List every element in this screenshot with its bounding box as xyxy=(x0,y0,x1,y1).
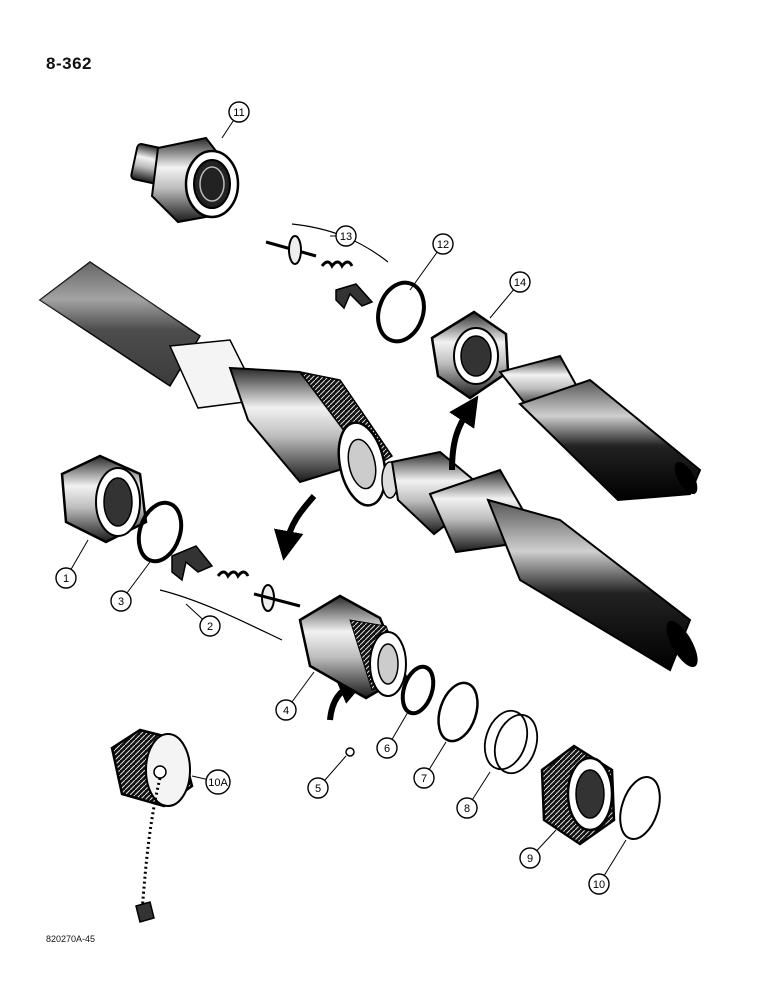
backup-ring-7 xyxy=(437,681,479,743)
callout-circle xyxy=(432,233,454,255)
callout-circle xyxy=(413,767,435,789)
o-ring-3 xyxy=(136,500,184,564)
o-ring-12 xyxy=(376,280,426,344)
callout-circle xyxy=(205,769,231,795)
callout-label: 9 xyxy=(527,853,533,865)
callout-label: 11 xyxy=(233,107,244,119)
callout-1: 1 xyxy=(55,539,89,589)
hex-nut-1 xyxy=(60,454,148,544)
callout-circle xyxy=(588,873,610,895)
knurled-sleeve-9 xyxy=(540,744,616,846)
hose-assembly-main xyxy=(38,261,394,507)
callout-3: 3 xyxy=(110,561,151,612)
dust-cap-10A xyxy=(110,728,194,923)
callout-circle xyxy=(199,615,221,637)
callout-circle xyxy=(519,847,541,869)
callout-9: 9 xyxy=(519,829,557,869)
callout-label: 7 xyxy=(421,773,427,785)
callout-label: 12 xyxy=(437,239,449,251)
valve-poppet-assembly-13 xyxy=(265,223,389,310)
callout-8: 8 xyxy=(456,771,491,819)
valve-poppet-assembly-2 xyxy=(159,545,301,641)
callout-label: 8 xyxy=(464,803,470,815)
adapter-fitting-11 xyxy=(130,136,240,224)
callout-13: 13 xyxy=(330,225,357,247)
callout-12: 12 xyxy=(409,233,454,291)
callout-circle xyxy=(376,737,398,759)
hex-adapter-14 xyxy=(430,310,510,400)
callout-10a: 10A xyxy=(191,769,231,795)
callout-circle xyxy=(335,225,357,247)
arrow-down-icon xyxy=(273,494,317,561)
ball-5 xyxy=(345,747,355,757)
callout-11: 11 xyxy=(221,101,250,139)
callout-label: 3 xyxy=(118,596,124,608)
callout-circle xyxy=(55,567,77,589)
callout-label: 1 xyxy=(63,573,69,585)
callout-label: 5 xyxy=(315,783,321,795)
callout-circle xyxy=(110,590,132,612)
o-ring-6 xyxy=(400,664,436,716)
callout-label: 10 xyxy=(593,879,605,891)
spring-8 xyxy=(483,709,539,775)
callout-label: 6 xyxy=(384,743,390,755)
male-hose-end-lower xyxy=(381,450,698,672)
callout-circle xyxy=(509,271,531,293)
callout-label: 14 xyxy=(514,277,526,289)
page-number: 8-362 xyxy=(46,54,92,73)
callout-5: 5 xyxy=(307,755,347,799)
callout-label: 4 xyxy=(283,705,289,717)
snap-ring-10 xyxy=(619,776,661,840)
callout-4: 4 xyxy=(275,671,315,721)
callout-7: 7 xyxy=(413,741,447,789)
callout-circle xyxy=(456,797,478,819)
callout-6: 6 xyxy=(376,711,409,759)
callout-10: 10 xyxy=(588,839,627,895)
callout-14: 14 xyxy=(489,271,531,319)
figure-code: 820270A-45 xyxy=(46,934,96,944)
coupler-body-4 xyxy=(298,594,409,700)
callout-circle xyxy=(275,699,297,721)
callout-label: 2 xyxy=(207,621,213,633)
callout-circle xyxy=(307,777,329,799)
callout-circle xyxy=(228,101,250,123)
arrow-up-icon xyxy=(449,395,479,471)
callout-2: 2 xyxy=(185,603,221,637)
male-hose-end-upper xyxy=(498,354,702,502)
callout-label: 13 xyxy=(340,231,352,243)
callout-label: 10A xyxy=(208,777,228,789)
